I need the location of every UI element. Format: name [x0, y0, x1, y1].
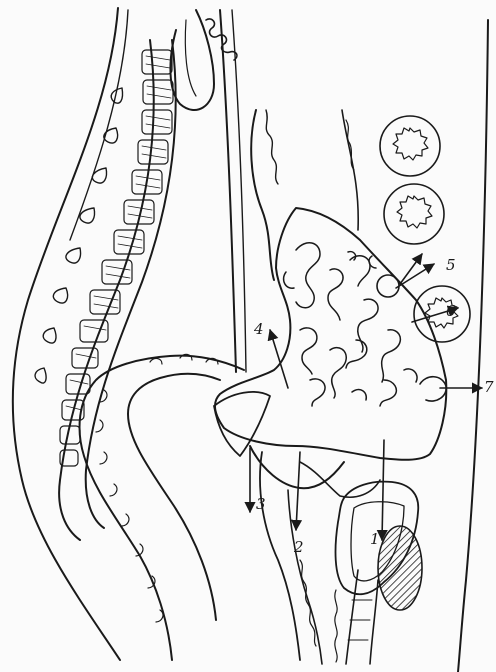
label-4: 4 — [254, 322, 264, 337]
anterior-abdominal-wall — [458, 20, 488, 672]
small-intestine-mass — [215, 208, 446, 460]
rectouterine-pouch — [250, 446, 344, 488]
vertebral-column — [35, 40, 176, 540]
label-1: 1 — [370, 532, 380, 547]
back-contour — [13, 8, 120, 660]
hatched-organ — [378, 526, 422, 610]
label-2: 2 — [294, 540, 304, 555]
label-6: 6 — [446, 304, 456, 319]
rectum — [260, 452, 300, 660]
label-7: 7 — [484, 380, 494, 395]
label-5: 5 — [446, 258, 456, 273]
upper-bowel-loop — [170, 10, 214, 110]
loop-5-bulge — [377, 275, 399, 297]
back-contour-inner — [70, 10, 128, 240]
colon-segment — [251, 110, 274, 280]
label-3: 3 — [256, 497, 266, 512]
posterior-peritoneum — [220, 10, 236, 372]
loop-7-bulge — [420, 377, 446, 401]
